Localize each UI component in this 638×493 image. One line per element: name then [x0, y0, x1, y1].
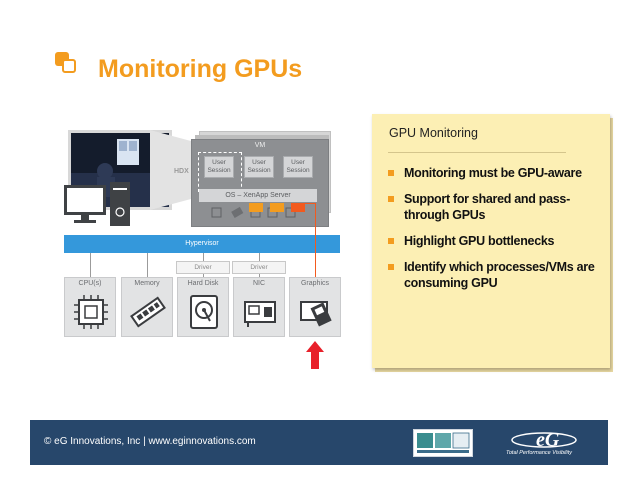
hdx-connection-funnel — [150, 130, 202, 210]
gpu-driver-tag — [291, 203, 305, 212]
connector-line — [147, 253, 148, 277]
hypervisor-bar: Hypervisor — [64, 235, 340, 253]
graphics-card-icon — [298, 294, 334, 330]
os-xenapp-server: OS – XenApp Server — [199, 189, 317, 202]
gpu-passthrough-line — [299, 203, 316, 204]
virtual-driver-tag — [270, 203, 284, 212]
title-bullet-icon — [55, 52, 77, 74]
vm-label: VM — [254, 142, 266, 149]
hardware-label: Hard Disk — [187, 280, 219, 287]
hard-disk-icon — [186, 294, 222, 330]
hardware-graphics: Graphics — [289, 277, 341, 337]
hardware-memory: Memory — [121, 277, 173, 337]
virtual-driver-tag — [249, 203, 263, 212]
bullet-item: Identify which processes/VMs are consumi… — [386, 259, 596, 291]
nic-icon — [242, 294, 278, 330]
note-divider — [388, 152, 566, 153]
hardware-label: NIC — [252, 280, 266, 287]
hardware-hard-disk: Hard Disk — [177, 277, 229, 337]
page-title: Monitoring GPUs — [98, 55, 303, 83]
driver-box: Driver — [176, 261, 230, 274]
partner-logo — [413, 429, 473, 457]
user-session: User Session — [283, 156, 313, 178]
user-session: User Session — [244, 156, 274, 178]
note-bullet-list: Monitoring must be GPU-aware Support for… — [386, 165, 596, 301]
footer-bar — [30, 420, 608, 465]
client-pc-icon — [62, 182, 142, 228]
hardware-label: Graphics — [300, 280, 329, 287]
red-up-arrow-icon — [306, 341, 324, 369]
bullet-square-icon — [388, 238, 394, 244]
cpu-icon — [73, 294, 109, 330]
gpu-monitoring-note — [372, 114, 610, 368]
bullet-square-icon — [388, 264, 394, 270]
eg-tagline: Total Performance Visibility — [506, 450, 573, 456]
gpu-passthrough-line — [315, 203, 316, 277]
hardware-label: Memory — [134, 280, 160, 287]
footer-copyright: © eG Innovations, Inc | www.eginnovation… — [44, 436, 256, 447]
user-session: User Session — [204, 156, 234, 178]
note-title: GPU Monitoring — [389, 126, 478, 140]
bullet-square-icon — [388, 170, 394, 176]
bullet-item: Highlight GPU bottlenecks — [386, 233, 596, 249]
bullet-square-icon — [388, 196, 394, 202]
driver-box: Driver — [232, 261, 286, 274]
hardware-cpu: CPU(s) — [64, 277, 116, 337]
bullet-item: Support for shared and pass-through GPUs — [386, 191, 596, 223]
eg-logo: eG — [506, 426, 586, 460]
svg-text:eG: eG — [536, 429, 560, 451]
hardware-label: CPU(s) — [78, 280, 102, 287]
hardware-nic: NIC — [233, 277, 285, 337]
bullet-item: Monitoring must be GPU-aware — [386, 165, 596, 181]
connector-line — [90, 253, 91, 277]
hdx-label: HDX — [174, 168, 189, 175]
memory-icon — [130, 294, 166, 330]
